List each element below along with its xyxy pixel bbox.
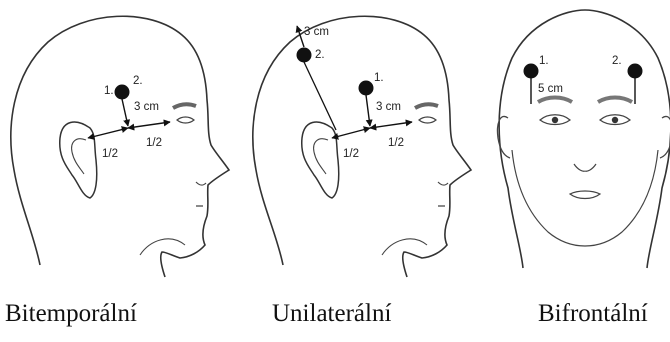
baseline-left bbox=[88, 128, 128, 138]
electrode-marker bbox=[628, 64, 643, 79]
distance-line bbox=[122, 99, 128, 126]
left-eyebrow bbox=[538, 98, 572, 103]
electrode-marker bbox=[359, 81, 374, 96]
baseline-right bbox=[370, 122, 412, 128]
fraction-label: 1/2 bbox=[146, 137, 162, 149]
electrode-label: 2. bbox=[315, 49, 325, 61]
baseline-left bbox=[332, 128, 370, 138]
panel-unilateral: 2. 3 cm 1. 3 cm 1/2 1/2 bbox=[253, 16, 471, 277]
electrode-label: 1. bbox=[374, 72, 384, 84]
fraction-label: 1/2 bbox=[102, 148, 118, 160]
fraction-label: 1/2 bbox=[343, 148, 359, 160]
panel-bitemporal: 1. 2. 3 cm 1/2 1/2 bbox=[11, 16, 229, 277]
panel-bifrontal: 1. 5 cm 2. bbox=[497, 10, 670, 268]
right-eyebrow bbox=[598, 98, 632, 103]
right-pupil bbox=[612, 117, 618, 123]
left-pupil bbox=[552, 117, 558, 123]
eyebrow bbox=[173, 104, 196, 108]
electrode-marker bbox=[524, 64, 539, 79]
nose-mouth bbox=[196, 182, 206, 206]
electrode-label: 2. bbox=[133, 75, 143, 87]
ear-inner bbox=[314, 139, 328, 174]
caption-bitemporal: Bitemporální bbox=[5, 301, 137, 326]
eye bbox=[177, 117, 194, 123]
caption-bifrontal: Bifrontální bbox=[538, 301, 648, 326]
head-profile-outline bbox=[253, 16, 471, 277]
ear-outline bbox=[60, 122, 97, 198]
ear-outline bbox=[302, 122, 339, 198]
ear-inner bbox=[72, 139, 86, 174]
head-front-outline bbox=[499, 10, 670, 268]
head-profile-outline bbox=[11, 16, 229, 277]
nose-mouth bbox=[438, 182, 448, 206]
fraction-label: 1/2 bbox=[388, 137, 404, 149]
electrode-label: 2. bbox=[612, 55, 622, 67]
mouth bbox=[570, 191, 600, 199]
electrode-marker bbox=[115, 85, 130, 100]
baseline-right bbox=[128, 122, 170, 128]
eyebrow bbox=[415, 104, 438, 108]
distance-label: 3 cm bbox=[304, 26, 329, 38]
caption-unilateral: Unilaterální bbox=[272, 301, 391, 326]
distance-label: 3 cm bbox=[376, 101, 401, 113]
electrode-label: 1. bbox=[539, 55, 549, 67]
vertex-line bbox=[304, 62, 336, 130]
eye bbox=[419, 117, 436, 123]
distance-label: 5 cm bbox=[538, 83, 563, 95]
electrode-label: 1. bbox=[104, 85, 114, 97]
right-ear bbox=[660, 116, 670, 158]
nose bbox=[574, 164, 596, 171]
electrode-marker bbox=[297, 48, 312, 63]
distance-line bbox=[366, 95, 370, 126]
distance-label: 3 cm bbox=[134, 101, 159, 113]
